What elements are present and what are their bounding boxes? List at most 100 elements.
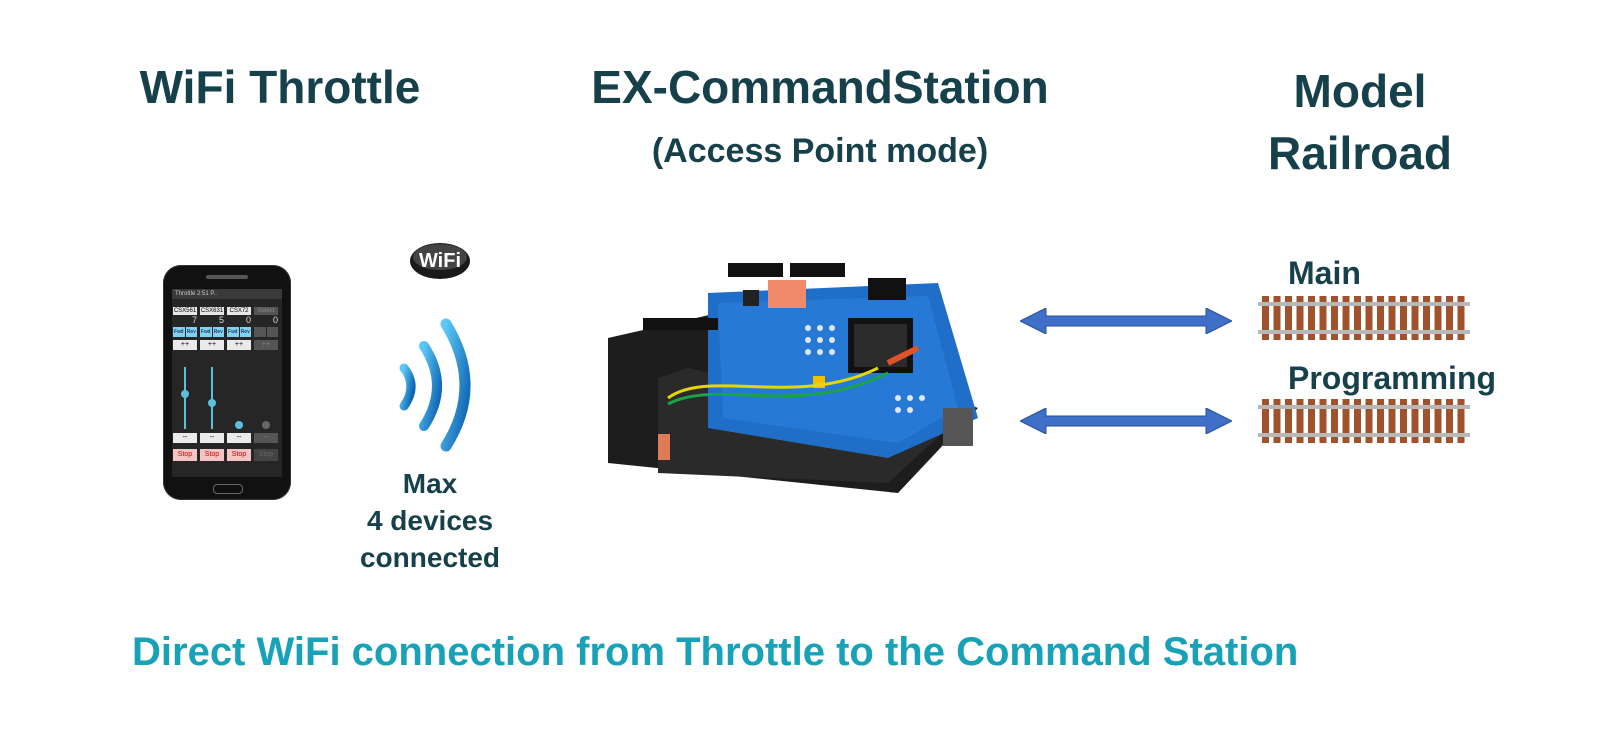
rail-tie — [1354, 399, 1361, 443]
rail-tie — [1342, 399, 1350, 443]
rail-tie — [1411, 296, 1419, 340]
rail-tie — [1262, 296, 1269, 340]
app-title-bar: Throttle 2:51 P.. — [172, 289, 282, 299]
rail-tie — [1331, 399, 1338, 443]
phone-home-button — [213, 484, 243, 494]
speed-up-button: ++ — [173, 340, 197, 350]
speed-down-button: -- — [254, 433, 278, 443]
rail — [1258, 405, 1470, 409]
fwd-button: Fwd — [173, 327, 185, 337]
fwd-button: Fwd — [200, 327, 212, 337]
heading-wifi-throttle: WiFi Throttle — [139, 61, 421, 113]
rail-tie — [1331, 296, 1338, 340]
rail-tie — [1457, 296, 1465, 340]
rail-tie — [1377, 296, 1384, 340]
rail-tie — [1285, 399, 1292, 443]
rail-tie — [1296, 399, 1304, 443]
rail-tie — [1434, 399, 1442, 443]
bidirectional-arrow-main — [1020, 308, 1232, 334]
speed-slider-track — [211, 367, 213, 429]
rev-button: Rev — [185, 327, 197, 337]
speed-up-button: ++ — [227, 340, 251, 350]
rail-tie — [1457, 399, 1465, 443]
rail-tie — [1423, 399, 1430, 443]
max-devices-note: Max 4 devices connected — [340, 465, 520, 576]
wifi-logo-text: WiFi — [419, 250, 461, 272]
speed-up-button: ++ — [254, 340, 278, 350]
speed-slider-knob — [235, 421, 243, 429]
speed-readout: 5 — [218, 315, 224, 325]
rail — [1258, 433, 1470, 437]
rail-tie — [1411, 399, 1419, 443]
rail-tie — [1365, 296, 1373, 340]
rail-tie — [1285, 296, 1292, 340]
rail-tie — [1319, 296, 1327, 340]
rail-tie — [1400, 296, 1407, 340]
rail-tie — [1388, 399, 1396, 443]
rail-tie — [1296, 296, 1304, 340]
loco-address: CSX72 — [227, 307, 251, 315]
rail-tie — [1342, 296, 1350, 340]
diagram-caption: Direct WiFi connection from Throttle to … — [132, 630, 1299, 674]
heading-model-railroad: Model Railroad — [1210, 60, 1510, 184]
rail-tie — [1319, 399, 1327, 443]
heading-model-railroad-line2: Railroad — [1267, 127, 1453, 179]
rev-button: Rev — [239, 327, 251, 337]
speed-readout: 0 — [245, 315, 251, 325]
speed-slider-track — [184, 367, 186, 429]
rail-tie — [1446, 296, 1453, 340]
programming-track-label: Programming — [1288, 360, 1497, 396]
rail — [1258, 302, 1470, 306]
heading-model-railroad-line1: Model — [1293, 65, 1427, 117]
stop-button: Stop — [173, 449, 197, 461]
rev-button: Rev — [212, 327, 224, 337]
rail-tie — [1400, 399, 1407, 443]
rail-tie — [1388, 296, 1396, 340]
rail-tie — [1308, 296, 1315, 340]
rail-tie — [1423, 296, 1430, 340]
speed-up-button: ++ — [200, 340, 224, 350]
main-track-image — [1258, 296, 1470, 340]
loco-address: CSX631 — [200, 307, 224, 315]
phone-speaker — [206, 275, 248, 279]
heading-command-station: EX-CommandStation — [591, 61, 1049, 113]
throttle-column-4: Select 0 ++ -- Stop — [254, 307, 278, 475]
rev-button — [266, 327, 278, 337]
rail-tie — [1354, 296, 1361, 340]
rail-tie — [1308, 399, 1315, 443]
heading-access-point-mode: (Access Point mode) — [651, 132, 989, 170]
programming-track-image — [1258, 399, 1470, 443]
fwd-button — [254, 327, 266, 337]
speed-down-button: -- — [173, 433, 197, 443]
speed-down-button: -- — [227, 433, 251, 443]
rail-tie — [1273, 296, 1281, 340]
loco-address: CSX561 — [173, 307, 197, 315]
rail — [1258, 330, 1470, 334]
rail-tie — [1446, 399, 1453, 443]
speed-slider-knob — [262, 421, 270, 429]
max-note-line3: connected — [359, 542, 501, 573]
max-note-line1: Max — [402, 468, 458, 499]
speed-down-button: -- — [200, 433, 224, 443]
wifi-logo-icon: WiFi — [410, 243, 470, 279]
speed-slider-knob — [181, 390, 189, 398]
loco-address: Select — [254, 307, 278, 315]
bidirectional-arrow-programming — [1020, 408, 1232, 434]
wifi-signal-icon — [399, 318, 471, 452]
max-note-line2: 4 devices — [366, 505, 494, 536]
speed-readout: 7 — [191, 315, 197, 325]
command-station-board-image — [608, 263, 978, 493]
stop-button: Stop — [200, 449, 224, 461]
stop-button: Stop — [254, 449, 278, 461]
rail-tie — [1262, 399, 1269, 443]
speed-slider-knob — [208, 399, 216, 407]
main-track-label: Main — [1288, 255, 1361, 291]
fwd-button: Fwd — [227, 327, 239, 337]
rail-tie — [1434, 296, 1442, 340]
rail-tie — [1377, 399, 1384, 443]
rail-tie — [1365, 399, 1373, 443]
